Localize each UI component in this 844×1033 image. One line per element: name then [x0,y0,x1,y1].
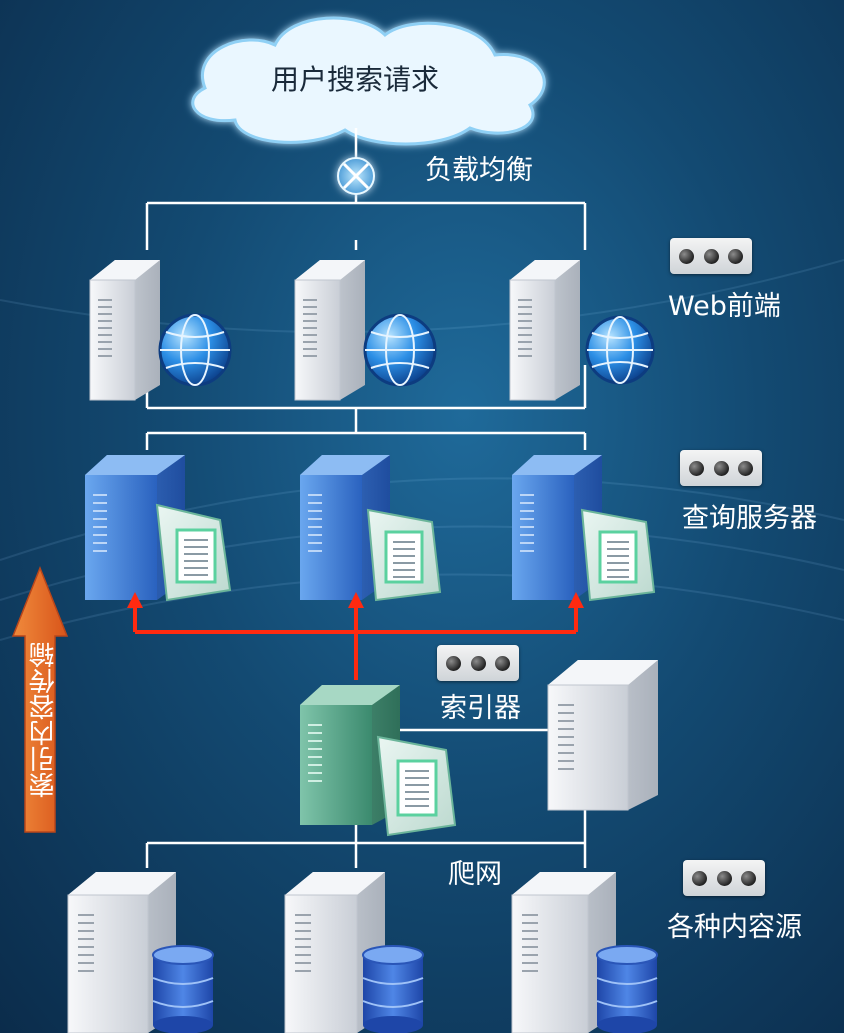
web-frontend-servers [89,260,655,401]
dot-icon [716,870,732,886]
load-balancer-icon [337,157,375,195]
query-tier-badge [680,450,762,486]
document-panel-icon [366,508,442,602]
indexer-label: 索引器 [440,693,521,724]
indexer-badge [437,645,519,681]
connector-lines [145,128,587,868]
content-tier-badge [683,860,765,896]
web-server-3 [509,260,655,401]
content-server-2 [284,872,424,1033]
dot-icon [470,655,486,671]
crawler-server [547,660,658,811]
cloud-shape [191,16,546,146]
query-server-1 [85,455,232,602]
database-icon [596,945,658,1033]
dot-icon [679,248,695,264]
dot-icon [446,655,462,671]
document-panel-icon [580,508,656,602]
dot-icon [713,460,729,476]
query-servers-label: 查询服务器 [682,503,817,534]
dot-icon [703,248,719,264]
content-server-3 [511,872,658,1033]
index-push-arrows [127,592,584,680]
query-server-3 [512,455,656,602]
content-source-servers [67,872,658,1033]
cloud-label: 用户搜索请求 [270,63,439,96]
globe-icon [585,315,655,385]
dot-icon [740,870,756,886]
dot-icon [727,248,743,264]
globe-icon [363,313,437,387]
web-server-1 [89,260,232,401]
database-icon [362,945,424,1033]
index-transfer-label-box: 索引内容传输 [25,642,55,830]
dot-icon [737,460,753,476]
globe-icon [158,313,232,387]
dot-icon [692,870,708,886]
document-panel-icon [376,735,457,837]
database-icon [152,945,214,1033]
index-transfer-label: 索引内容传输 [29,642,55,798]
crawler-label: 爬网 [448,859,502,890]
document-panel-icon [155,503,232,602]
dot-icon [494,655,510,671]
web-frontend-label: Web前端 [668,291,781,322]
indexer-server [300,685,457,837]
index-transfer-arrow [11,565,69,833]
content-server-1 [67,872,214,1033]
dot-icon [689,460,705,476]
load-balancer-label: 负载均衡 [425,155,533,186]
content-sources-label: 各种内容源 [667,912,802,943]
query-servers [85,455,656,602]
query-server-2 [300,455,442,602]
web-server-2 [294,260,437,401]
web-tier-badge [670,238,752,274]
